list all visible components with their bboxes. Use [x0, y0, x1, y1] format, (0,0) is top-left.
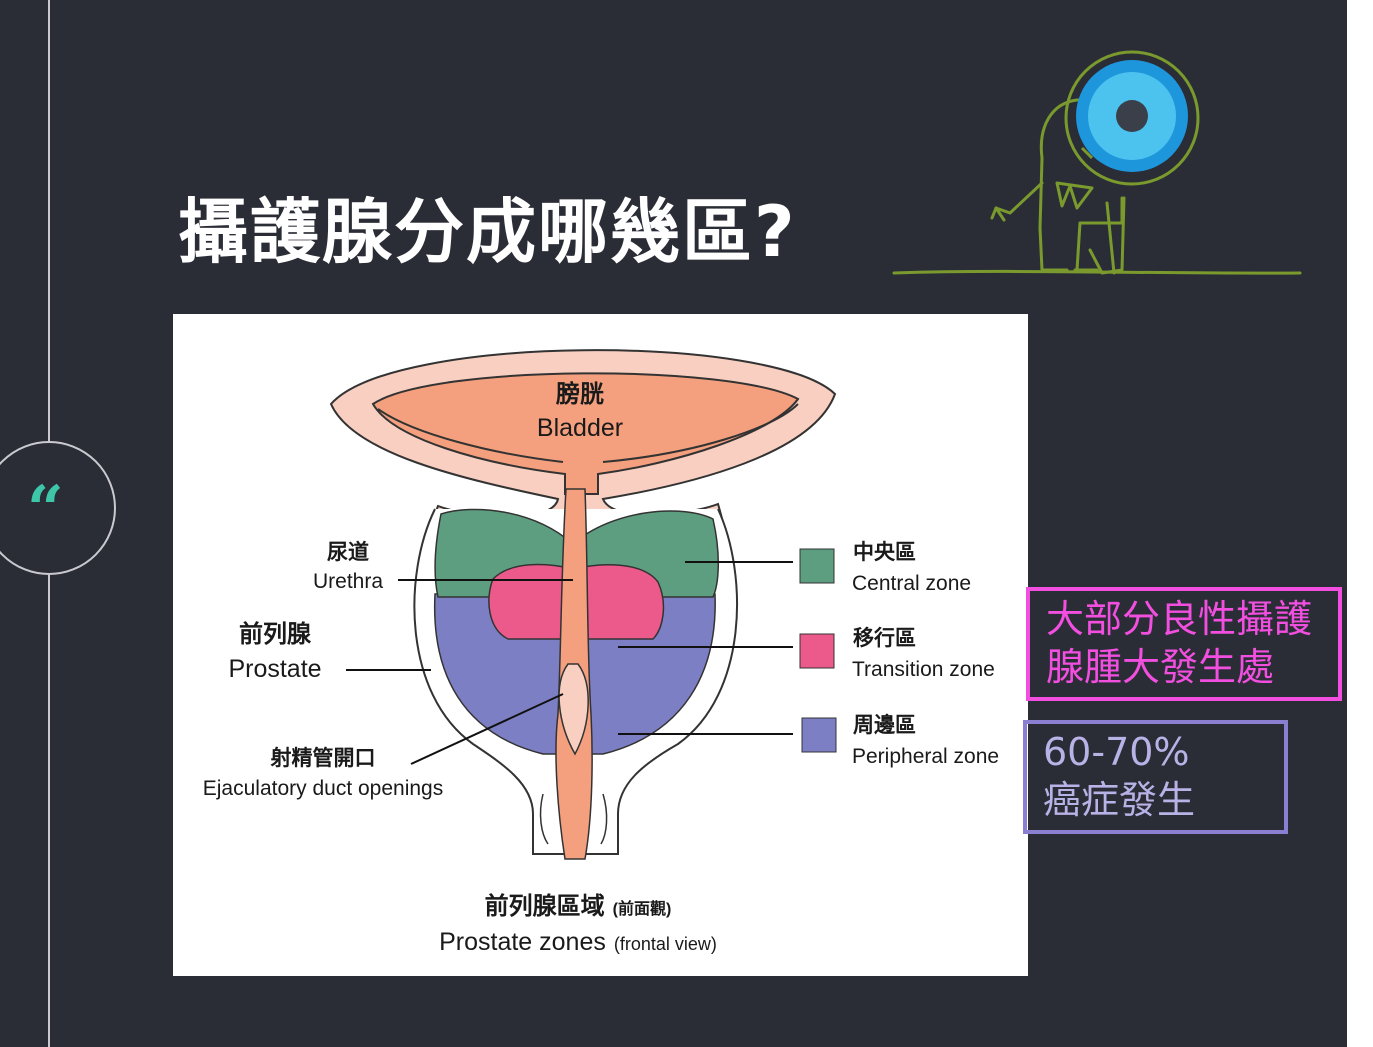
central-zone-label-zh: 中央區 [853, 541, 916, 564]
peripheral-zone-swatch [801, 717, 837, 753]
right-edge-strip [1347, 0, 1373, 1047]
peripheral-zone-label-en: Peripheral zone [852, 745, 999, 768]
bladder-label-zh: 膀胱 [555, 380, 604, 408]
caption-zh: 前列腺區域(前面觀) [485, 892, 672, 920]
cancer-rate-callout: 60-70% 癌症發生 [1023, 720, 1288, 834]
slide-title: 攝護腺分成哪幾區? [178, 191, 797, 273]
ejaculatory-label-en: Ejaculatory duct openings [203, 777, 444, 800]
callout-pink-line2: 腺腫大發生處 [1046, 645, 1275, 689]
callout-purple-line2: 癌症發生 [1043, 778, 1196, 822]
transition-zone-swatch [799, 633, 835, 669]
magnifier-character-icon [892, 50, 1302, 275]
peripheral-zone-label-zh: 周邊區 [853, 713, 916, 737]
prostate-label-en: Prostate [228, 655, 321, 683]
caption-en: Prostate zones(frontal view) [439, 928, 717, 956]
bladder-label-en: Bladder [537, 414, 623, 442]
urethra-label-en: Urethra [313, 570, 383, 593]
prostate-zones-diagram: 膀胱 Bladder 尿道 Urethra 前列腺 Prostate 射精管開口… [173, 314, 1028, 976]
benign-hyperplasia-callout: 大部分良性攝護 腺腫大發生處 [1026, 587, 1342, 701]
ejaculatory-label-zh: 射精管開口 [270, 746, 376, 770]
prostate-label-zh: 前列腺 [239, 620, 312, 648]
quote-icon: “ [27, 472, 64, 547]
central-zone-label-en: Central zone [852, 572, 971, 595]
callout-pink-line1: 大部分良性攝護 [1046, 597, 1313, 641]
urethra-label-zh: 尿道 [327, 540, 369, 564]
quote-circle [0, 441, 116, 575]
central-zone-swatch [799, 548, 835, 584]
transition-zone-label-zh: 移行區 [853, 626, 916, 650]
transition-zone-label-en: Transition zone [852, 658, 995, 681]
callout-purple-line1: 60-70% [1043, 730, 1190, 774]
